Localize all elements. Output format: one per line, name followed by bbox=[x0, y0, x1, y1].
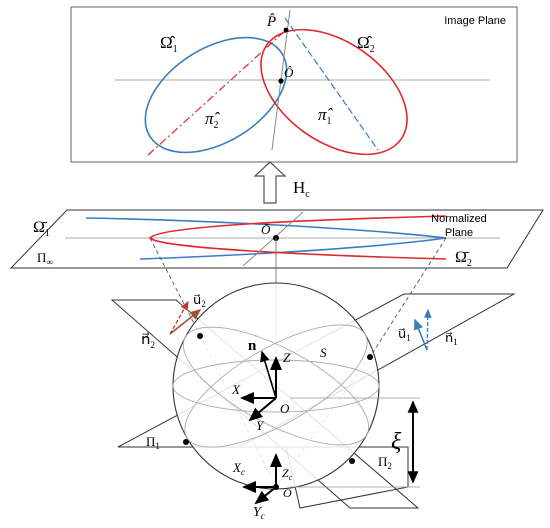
great-circle-2 bbox=[184, 324, 368, 448]
label-n1: n⃗1 bbox=[445, 330, 458, 347]
label-y-axis: Y bbox=[256, 418, 265, 433]
normal-n-arrow bbox=[260, 350, 277, 399]
label-u2: u⃗2 bbox=[193, 292, 206, 309]
label-s: S bbox=[320, 345, 327, 360]
point-o-hat bbox=[278, 78, 284, 84]
line-pi1-image bbox=[284, 17, 379, 151]
point-p-hat bbox=[283, 27, 289, 33]
normalized-plane-title-2: Plane bbox=[445, 227, 473, 239]
label-xi: ξ bbox=[391, 429, 402, 455]
image-plane-title: Image Plane bbox=[444, 15, 506, 27]
image-plane-frame bbox=[70, 6, 518, 163]
label-x-axis: X bbox=[231, 382, 241, 397]
label-omega1-normalized: Ω̄1 bbox=[33, 219, 50, 239]
conic-omega2-image bbox=[260, 28, 408, 156]
intersection-point bbox=[367, 354, 373, 360]
label-zc-axis: Zc bbox=[282, 466, 293, 482]
image-plane: Image Plane Ω̂1 Ω̂2 P̂ Ô π̂2 π̂1 bbox=[70, 6, 518, 163]
label-z-axis: Z bbox=[283, 350, 291, 365]
u2-vector-arrow bbox=[169, 300, 189, 335]
label-n2: n⃗2 bbox=[141, 332, 155, 350]
label-o-bar: Ō bbox=[261, 222, 271, 237]
projection-line bbox=[369, 237, 447, 358]
y-axis-arrow bbox=[248, 397, 277, 422]
label-yc-axis: Yc bbox=[253, 505, 265, 521]
normalized-plane-title-1: Normalized bbox=[431, 213, 487, 225]
label-xc-axis: Xc bbox=[232, 460, 245, 477]
n1-vector-arrow bbox=[423, 308, 432, 351]
label-n: n⃗ bbox=[248, 338, 268, 354]
intersection-point bbox=[183, 439, 189, 445]
yc-axis-arrow bbox=[254, 486, 277, 505]
label-pi-infinity: Π∞ bbox=[37, 250, 53, 267]
sphere-model: n⃗2 u⃗2 u⃗1 n⃗1 n⃗ Z X Y O S Π1 Π2 ξ Xc … bbox=[110, 282, 516, 521]
label-hc: Hc bbox=[293, 178, 310, 200]
line-through-o-bar bbox=[242, 211, 304, 267]
label-omega2-normalized: Ω̄2 bbox=[455, 249, 472, 269]
label-p-hat: P̂ bbox=[266, 14, 276, 30]
intersection-point bbox=[349, 458, 355, 464]
label-o-center: O bbox=[280, 401, 290, 416]
line-pi2-image bbox=[147, 29, 287, 156]
conic-omega1-image bbox=[144, 36, 288, 154]
homography-transform: Hc bbox=[253, 161, 310, 204]
up-arrow-icon bbox=[253, 161, 287, 204]
normalized-plane: Normalized Plane Ω̄1 Ω̄2 Ō Π∞ bbox=[9, 209, 544, 269]
label-pi2-plane: Π2 bbox=[378, 454, 392, 471]
label-omega2-image: Ω̂2 bbox=[357, 33, 375, 55]
intersection-point bbox=[197, 333, 203, 339]
label-pi1-plane: Π1 bbox=[146, 434, 160, 451]
label-oc: O bbox=[283, 486, 292, 500]
n2-vector-arrow bbox=[169, 309, 202, 335]
label-o-hat: Ô bbox=[284, 65, 294, 80]
label-u1: u⃗1 bbox=[398, 326, 411, 343]
u1-vector-arrow bbox=[414, 318, 428, 351]
label-omega1-image: Ω̂1 bbox=[160, 33, 178, 55]
